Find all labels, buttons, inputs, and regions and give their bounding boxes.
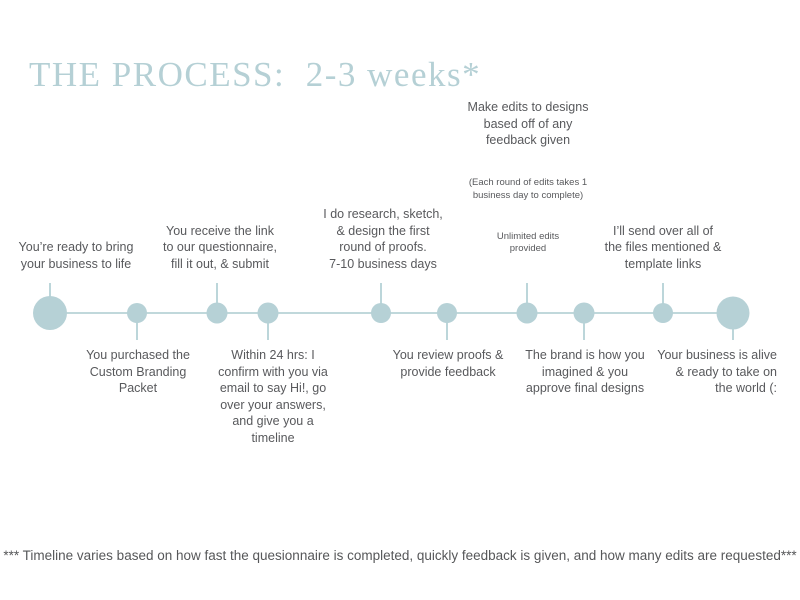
timeline-node-9 [653,303,673,323]
step-label-above-4: Make edits to designs based off of any f… [468,83,589,273]
timeline-node-3 [206,302,228,324]
timeline-tick-9 [662,283,664,313]
step-label-above-4-note1: (Each round of edits takes 1 business da… [468,177,588,201]
timeline-line [50,312,733,314]
step-label-above-3: I do research, sketch, & design the firs… [323,207,443,271]
step-label-above-4-text: Make edits to designs based off of any f… [467,100,589,147]
timeline-tick-5 [380,283,382,313]
timeline-node-5 [371,303,391,323]
timeline-node-7 [516,302,538,324]
step-label-above-4-note2: Unlimited edits provided [496,230,560,255]
step-label-above-2: You receive the link to our questionnair… [163,223,277,271]
step-label-below-4: The brand is how you imagined & you appr… [525,348,645,395]
timeline-node-8 [573,302,595,324]
timeline-tick-7 [526,283,528,313]
page-title: THE PROCESS: 2-3 weeks* [29,55,482,94]
timeline-tick-2 [136,313,138,340]
timeline-node-end [716,296,750,330]
timeline-tick-8 [583,313,585,340]
timeline-tick-4 [267,313,269,340]
step-label-below-2: Within 24 hrs: I confirm with you via em… [218,348,328,445]
timeline-node-2 [127,303,147,323]
timeline-tick-3 [216,283,218,313]
step-label-below-1: You purchased the Custom Branding Packet [86,348,190,395]
step-label-below-5: Your business is alive & ready to take o… [657,348,777,395]
timeline-node-6 [437,303,457,323]
timeline-node-4 [257,302,279,324]
step-label-below-3: You review proofs & provide feedback [392,348,504,379]
step-label-above-1: You’re ready to bring your business to l… [18,240,134,271]
timeline-footnote: *** Timeline varies based on how fast th… [3,548,797,563]
step-label-above-5: I’ll send over all of the files mentione… [604,223,722,271]
timeline-tick-6 [446,313,448,340]
timeline-node-start [33,296,67,330]
